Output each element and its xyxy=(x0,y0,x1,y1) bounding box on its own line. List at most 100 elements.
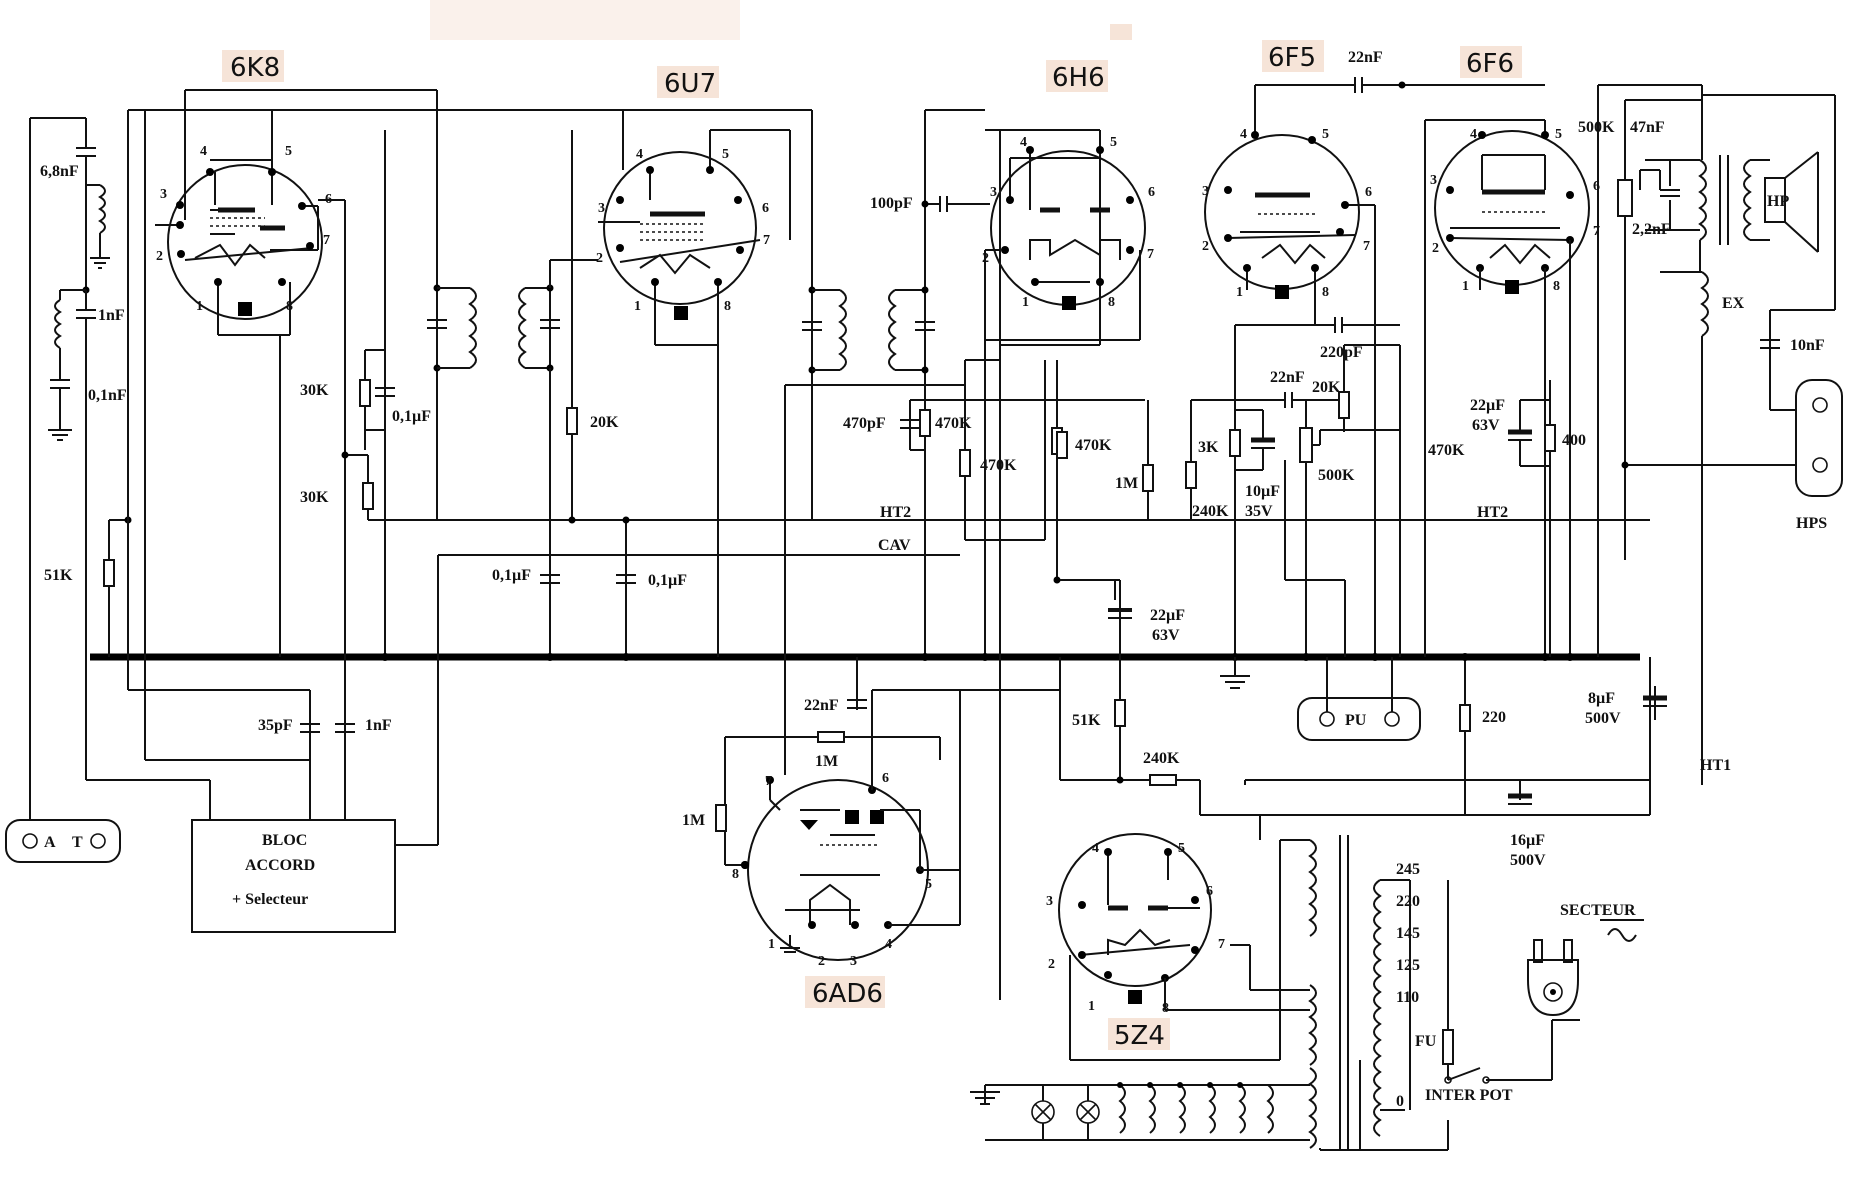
tube-label-6h6: 6H6 xyxy=(1052,63,1105,93)
svg-text:3: 3 xyxy=(598,201,605,216)
svg-text:6: 6 xyxy=(1148,185,1155,200)
svg-text:7: 7 xyxy=(1218,937,1225,952)
label-c68: 6,8nF xyxy=(40,163,79,180)
scan-artifact xyxy=(430,0,740,40)
label-ex: EX xyxy=(1722,295,1745,312)
svg-text:1: 1 xyxy=(1462,279,1469,294)
label-r400: 400 xyxy=(1562,432,1586,449)
cav-network xyxy=(395,130,960,846)
mains-section xyxy=(1360,880,1644,1151)
resistor-network-6k8 xyxy=(128,130,1650,800)
label-at-t: T xyxy=(72,834,83,851)
svg-text:4: 4 xyxy=(636,147,643,162)
label-ht1: HT1 xyxy=(1700,757,1731,774)
label-c1nf-b: 1nF xyxy=(365,717,392,734)
svg-text:2: 2 xyxy=(596,251,603,266)
svg-text:8: 8 xyxy=(1322,285,1329,300)
svg-text:6: 6 xyxy=(1365,185,1372,200)
label-hps: HPS xyxy=(1796,515,1827,532)
svg-text:5: 5 xyxy=(1322,127,1329,142)
svg-text:2: 2 xyxy=(156,249,163,264)
svg-text:8: 8 xyxy=(286,299,293,314)
if-transformer-1 xyxy=(427,259,598,657)
bloc-accord-line1: BLOC xyxy=(262,832,307,849)
label-c01-b: 0,1µF xyxy=(392,408,431,425)
bloc-accord-line2: ACCORD xyxy=(245,857,315,874)
label-c22u-c: 22µF xyxy=(1150,607,1185,624)
tube-label-6f5: 6F5 xyxy=(1268,43,1316,73)
tube-label-6f6: 6F6 xyxy=(1466,49,1514,79)
svg-text:6: 6 xyxy=(1206,884,1213,899)
label-c10n: 10nF xyxy=(1790,337,1825,354)
label-v245: 245 xyxy=(1396,861,1420,878)
svg-text:5: 5 xyxy=(1110,135,1117,150)
svg-text:8: 8 xyxy=(732,867,739,882)
label-at-a: A xyxy=(44,834,56,851)
tube-label-6u7: 6U7 xyxy=(664,69,716,99)
label-r220: 220 xyxy=(1482,709,1506,726)
bloc-accord xyxy=(144,110,396,933)
svg-text:2: 2 xyxy=(982,251,989,266)
label-r240k-a: 240K xyxy=(1192,503,1229,520)
svg-text:5: 5 xyxy=(1555,127,1562,142)
label-r20k-a: 20K xyxy=(590,414,619,431)
pu-connector xyxy=(1297,657,1421,741)
svg-text:5: 5 xyxy=(925,877,932,892)
label-r500k-b: 500K xyxy=(1578,119,1615,136)
svg-text:3: 3 xyxy=(990,185,997,200)
label-v110: 110 xyxy=(1396,989,1419,1006)
label-c8u-a: 8µF xyxy=(1588,690,1615,707)
ground-symbol xyxy=(1220,657,1250,689)
label-c16u-b: 500V xyxy=(1510,852,1546,869)
label-c1nf-a: 1nF xyxy=(98,307,125,324)
svg-text:7: 7 xyxy=(1593,224,1600,239)
svg-text:3: 3 xyxy=(160,187,167,202)
label-r1m-b: 1M xyxy=(815,753,838,770)
label-r470k-b: 470K xyxy=(980,457,1017,474)
svg-text:6: 6 xyxy=(762,201,769,216)
svg-text:2: 2 xyxy=(1048,957,1055,972)
svg-text:6: 6 xyxy=(882,771,889,786)
label-c100p: 100pF xyxy=(870,195,913,212)
label-r51k-b: 51K xyxy=(1072,712,1101,729)
svg-text:4: 4 xyxy=(1092,841,1099,856)
bloc-accord-line3: + Selecteur xyxy=(232,891,308,908)
scan-artifact-2 xyxy=(1110,24,1132,40)
svg-text:7: 7 xyxy=(1147,247,1154,262)
svg-text:4: 4 xyxy=(1470,127,1477,142)
svg-text:8: 8 xyxy=(724,299,731,314)
svg-text:3: 3 xyxy=(1046,894,1053,909)
svg-text:3: 3 xyxy=(1430,173,1437,188)
label-v220: 220 xyxy=(1396,893,1420,910)
label-r51k: 51K xyxy=(44,567,73,584)
svg-text:4: 4 xyxy=(1240,127,1247,142)
volume-network xyxy=(1053,400,1154,600)
label-v145: 145 xyxy=(1396,925,1420,942)
label-r1m-c: 1M xyxy=(682,812,705,829)
label-hp: HP xyxy=(1767,193,1789,210)
label-c220p: 220pF xyxy=(1320,344,1363,361)
antenna-input xyxy=(5,117,211,863)
svg-text:3: 3 xyxy=(850,954,857,969)
svg-text:8: 8 xyxy=(1553,279,1560,294)
label-c16u-a: 16µF xyxy=(1510,832,1545,849)
svg-text:7: 7 xyxy=(765,774,772,789)
svg-text:1: 1 xyxy=(1236,285,1243,300)
label-c01-d: 0,1µF xyxy=(648,572,687,589)
label-ht2-b: HT2 xyxy=(1477,504,1508,521)
if-transformer-2 xyxy=(802,109,990,661)
label-r240k-b: 240K xyxy=(1143,750,1180,767)
label-cav: CAV xyxy=(878,537,911,554)
output-network xyxy=(1479,84,1836,785)
svg-text:1: 1 xyxy=(768,937,775,952)
label-c35: 35pF xyxy=(258,717,293,734)
label-secteur: SECTEUR xyxy=(1560,902,1636,919)
antenna-connector xyxy=(5,819,121,863)
tube-label-6k8: 6K8 xyxy=(230,53,280,83)
